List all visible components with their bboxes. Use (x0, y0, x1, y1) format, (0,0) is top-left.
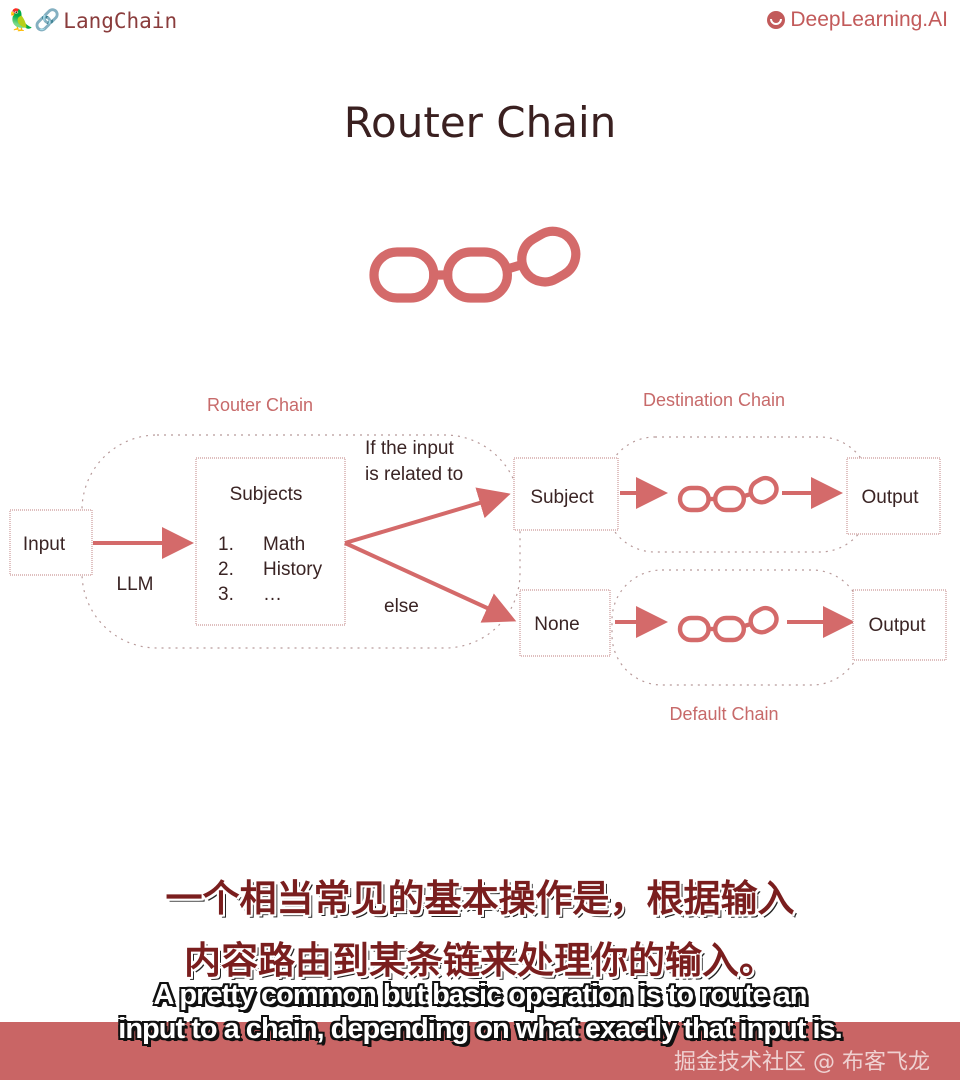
subject-num: 3. (218, 584, 234, 605)
deeplearning-logo: DeepLearning.AI (766, 8, 948, 32)
slide-title: Router Chain (343, 98, 617, 147)
deeplearning-logo-text: DeepLearning.AI (790, 8, 948, 31)
default-chain-label: Default Chain (669, 704, 778, 724)
destination-chain-label: Destination Chain (643, 390, 785, 410)
default-chain-group (611, 569, 863, 686)
input-label: Input (23, 534, 66, 555)
subject-name: … (263, 584, 282, 605)
output-node-top: Output (846, 457, 941, 535)
subject-name: History (263, 559, 323, 580)
condition-line1: If the input (365, 438, 454, 459)
subject-name: Math (263, 534, 305, 555)
subtitle-zh-line2: 内容路由到某条链来处理你的输入。 (184, 939, 776, 982)
router-chain-diagram: Router Chain Destination Chain Default C… (9, 0, 947, 724)
subject-num: 2. (218, 559, 234, 580)
none-label: None (534, 614, 579, 635)
output-node-bottom: Output (852, 589, 947, 661)
none-node: None (519, 589, 611, 657)
langchain-logo: 🦜🔗 LangChain (8, 8, 177, 33)
subtitle-en-line1: A pretty common but basic operation is t… (153, 979, 807, 1011)
subtitle-en-line2: input to a chain, depending on what exac… (118, 1013, 842, 1045)
destination-chain-icon (680, 474, 781, 510)
chain-icon (374, 223, 584, 298)
arrow-to-subject (344, 487, 511, 545)
condition-line2: is related to (365, 464, 463, 485)
deeplearning-icon (767, 11, 786, 29)
subjects-title: Subjects (230, 484, 303, 505)
subjects-node: Subjects 1. Math 2. History 3. … (195, 457, 346, 626)
output-label: Output (861, 487, 919, 508)
subject-label: Subject (530, 487, 594, 508)
router-chain-label: Router Chain (207, 395, 313, 415)
arrow-to-none (344, 541, 517, 623)
subtitle-band (0, 1022, 960, 1080)
watermark: 掘金技术社区 @ 布客飞龙 (674, 1050, 930, 1075)
input-node: Input (9, 509, 93, 576)
llm-label: LLM (117, 574, 154, 595)
default-chain-icon (680, 604, 781, 640)
output-label: Output (868, 615, 926, 636)
subject-num: 1. (218, 534, 234, 555)
else-label: else (384, 596, 419, 617)
langchain-logo-text: LangChain (63, 8, 178, 33)
parrot-link-icon: 🦜🔗 (8, 8, 61, 32)
subject-node: Subject (513, 457, 619, 531)
subtitle-zh-line1: 一个相当常见的基本操作是，根据输入 (165, 877, 795, 920)
